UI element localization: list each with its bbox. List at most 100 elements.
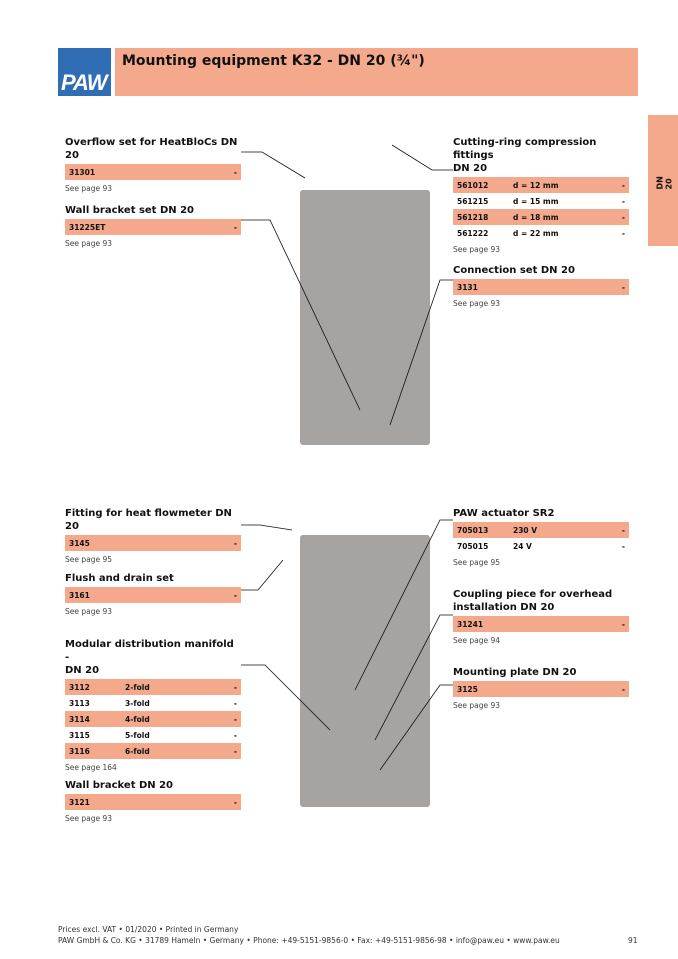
product-row: 3121 - [65, 794, 241, 810]
product-price: - [233, 714, 237, 724]
section-title-line: installation DN 20 [453, 602, 555, 613]
see-page-reference: See page 93 [453, 701, 501, 710]
product-row: 3145- [65, 535, 241, 551]
product-code: 31225ET [69, 222, 106, 232]
product-code: 3113 [69, 698, 90, 708]
product-desc: 6-fold [125, 746, 150, 756]
product-price: - [621, 196, 625, 206]
see-page-reference: See page 95 [453, 558, 501, 567]
product-row: 3113 3-fold - [65, 695, 241, 711]
product-desc: d = 12 mm [513, 180, 559, 190]
product-code: 3114 [69, 714, 90, 724]
product-price: - [233, 167, 237, 177]
product-section: Overflow set for HeatBloCs DN 20 31301 - Se… [65, 136, 241, 193]
product-code: 3145 [69, 538, 90, 548]
product-price: - [233, 698, 237, 708]
product-desc: 4-fold [125, 714, 150, 724]
see-page-reference: See page 93 [65, 184, 113, 193]
see-page-reference: See page 93 [65, 239, 113, 248]
product-section: Wall bracket set DN 20 31225ET - See page 9… [65, 204, 241, 248]
section-title: Coupling piece for overhead installation … [453, 588, 629, 614]
product-row: 561218 d = 18 mm - [453, 209, 629, 225]
section-title: Cutting-ring compression fittings DN 20 [453, 136, 629, 175]
section-title: Wall bracket set DN 20 [65, 204, 241, 217]
product-image-pump-station-bottom [300, 535, 430, 807]
product-price: - [621, 180, 625, 190]
product-code: 3121 [69, 797, 90, 807]
product-price: - [621, 684, 625, 694]
footer-line-2: PAW GmbH & Co. KG • 31789 Hameln • Germa… [58, 936, 560, 945]
see-page-reference: See page 164 [65, 763, 117, 772]
product-desc: 230 V [513, 525, 538, 535]
product-section: Coupling piece for overhead installation … [453, 588, 629, 645]
section-title: Mounting plate DN 20 [453, 666, 629, 679]
product-code: 3112 [69, 682, 90, 692]
section-title-line: PAW actuator SR2 [453, 508, 555, 519]
section-title: Connection set DN 20 [453, 264, 629, 277]
section-title-line: Flush and drain set [65, 573, 174, 584]
product-code: 705013 [457, 525, 489, 535]
product-row: 3131 - [453, 279, 629, 295]
product-row: 3116 6-fold - [65, 743, 241, 759]
page-number: 91 [628, 936, 638, 945]
see-page-reference: See page 94 [453, 636, 501, 645]
product-code: 3131 [457, 282, 478, 292]
section-title-line: DN 20 [453, 163, 488, 174]
section-title-line: Overflow set for HeatBloCs DN 20 [65, 137, 238, 161]
section-title-line: Wall bracket set DN 20 [65, 205, 195, 216]
section-title-line: Connection set DN 20 [453, 265, 575, 276]
product-price: - [621, 212, 625, 222]
product-desc: 5-fold [125, 730, 150, 740]
product-price: - [233, 746, 237, 756]
product-code: 561012 [457, 180, 489, 190]
section-title-line: Modular distribution manifold - [65, 639, 234, 663]
product-price: - [233, 222, 237, 232]
product-row: 3125- [453, 681, 629, 697]
see-page-reference: See page 93 [453, 245, 501, 254]
product-code: 31301 [69, 167, 96, 177]
product-desc: d = 18 mm [513, 212, 559, 222]
product-code: 705015 [457, 541, 489, 551]
product-price: - [233, 682, 237, 692]
product-price: - [621, 228, 625, 238]
product-row: 31301 - [65, 164, 241, 180]
product-section: Cutting-ring compression fittings DN 20 56… [453, 136, 629, 254]
product-code: 3161 [69, 590, 90, 600]
page-title: Mounting equipment K32 - DN 20 (¾") [122, 53, 425, 69]
section-title: Flush and drain set [65, 572, 241, 585]
product-image-pump-station-top [300, 190, 430, 445]
section-title-line: Coupling piece for overhead [453, 589, 613, 600]
product-desc: d = 22 mm [513, 228, 559, 238]
product-code: 561218 [457, 212, 489, 222]
product-price: - [621, 282, 625, 292]
section-title: PAW actuator SR2 [453, 507, 629, 520]
product-price: - [233, 797, 237, 807]
product-code: 561222 [457, 228, 489, 238]
see-page-reference: See page 93 [453, 299, 501, 308]
side-tab: DN 20 [648, 115, 678, 246]
product-desc: 3-fold [125, 698, 150, 708]
product-row: 561222 d = 22 mm - [453, 225, 629, 241]
section-title-line: Mounting plate DN 20 [453, 667, 577, 678]
product-code: 3115 [69, 730, 90, 740]
paw-logo: PAW [58, 48, 111, 96]
product-row: 561012 d = 12 mm - [453, 177, 629, 193]
product-row: 31225ET - [65, 219, 241, 235]
product-code: 3116 [69, 746, 90, 756]
section-title-line: Wall bracket DN 20 [65, 780, 174, 791]
product-section: Fitting for heat flowmeter DN 20 3145- See… [65, 507, 241, 564]
see-page-reference: See page 95 [65, 555, 113, 564]
product-section: Connection set DN 20 3131 - See page 93 [453, 264, 629, 308]
section-title-line: Fitting for heat flowmeter DN 20 [65, 508, 232, 532]
section-title-line: Cutting-ring compression fittings [453, 137, 597, 161]
product-price: - [233, 590, 237, 600]
product-code: 31241 [457, 619, 484, 629]
